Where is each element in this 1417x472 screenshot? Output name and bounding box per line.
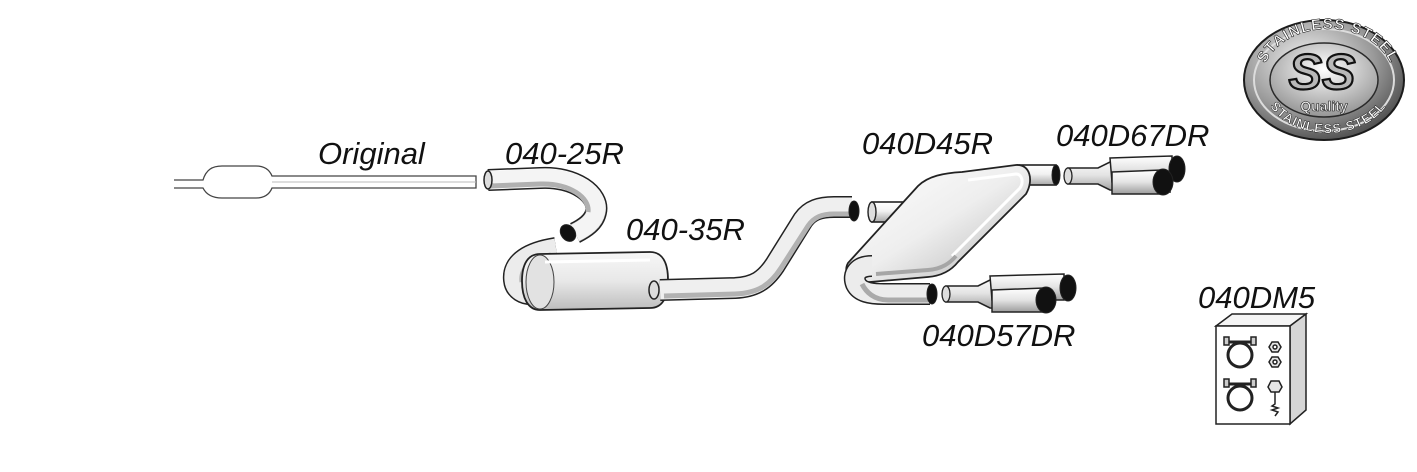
badge-sub-text: Quality: [1300, 98, 1348, 114]
rear-silencer-drawing: [843, 164, 1061, 305]
tailpipe-right-drawing: [1063, 155, 1186, 196]
label-front-pipe: 040-25R: [505, 136, 624, 171]
label-mounting-kit: 040DM5: [1198, 280, 1316, 315]
label-tailpipe-left: 040D57DR: [922, 318, 1076, 353]
label-rear-silencer: 040D45R: [862, 126, 993, 161]
original-pipe: [174, 165, 477, 199]
stainless-steel-badge: STAINLESS STEEL STAINLESS STEEL SS Quali…: [1243, 16, 1405, 141]
label-original: Original: [318, 136, 425, 171]
mounting-kit-drawing: [1213, 312, 1309, 426]
label-middle-silencer: 040-35R: [626, 212, 745, 247]
front-pipe-drawing: [483, 166, 608, 243]
middle-silencer-drawing: [502, 196, 860, 311]
label-tailpipe-right: 040D67DR: [1056, 118, 1210, 153]
tailpipe-left-drawing: [941, 273, 1077, 314]
badge-center-text: SS: [1289, 44, 1356, 100]
